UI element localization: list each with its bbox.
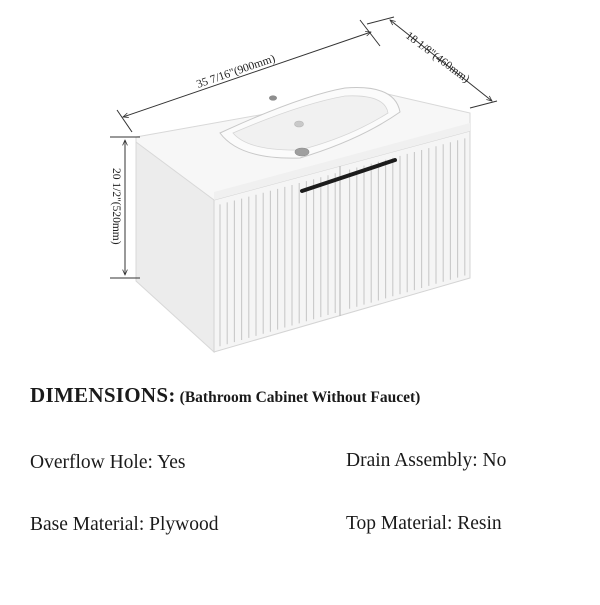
heading-note: (Bathroom Cabinet Without Faucet) [179, 389, 421, 406]
cabinet-body [135, 92, 471, 354]
height-label: 20 1/2"(520mm) [110, 168, 122, 245]
spec-overflow-hole: Overflow Hole: Yes [30, 452, 186, 473]
overflow-hole-icon [294, 120, 304, 128]
height-dimension: 20 1/2"(520mm) [110, 136, 140, 279]
door-fluting [219, 138, 466, 347]
depth-label: 18 1/8"(460mm) [403, 30, 472, 86]
spec-drain-assembly: Drain Assembly: No [346, 450, 507, 471]
heading-title: DIMENSIONS: [30, 383, 176, 407]
drain-icon [294, 147, 310, 157]
dimensions-heading: DIMENSIONS: (Bathroom Cabinet Without Fa… [30, 383, 420, 408]
door-handle [300, 158, 397, 193]
faucet-hole-icon [269, 95, 277, 101]
spec-top-material: Top Material: Resin [346, 513, 502, 534]
spec-base-material: Base Material: Plywood [30, 514, 219, 535]
width-label: 35 7/16"(900mm) [195, 53, 277, 91]
